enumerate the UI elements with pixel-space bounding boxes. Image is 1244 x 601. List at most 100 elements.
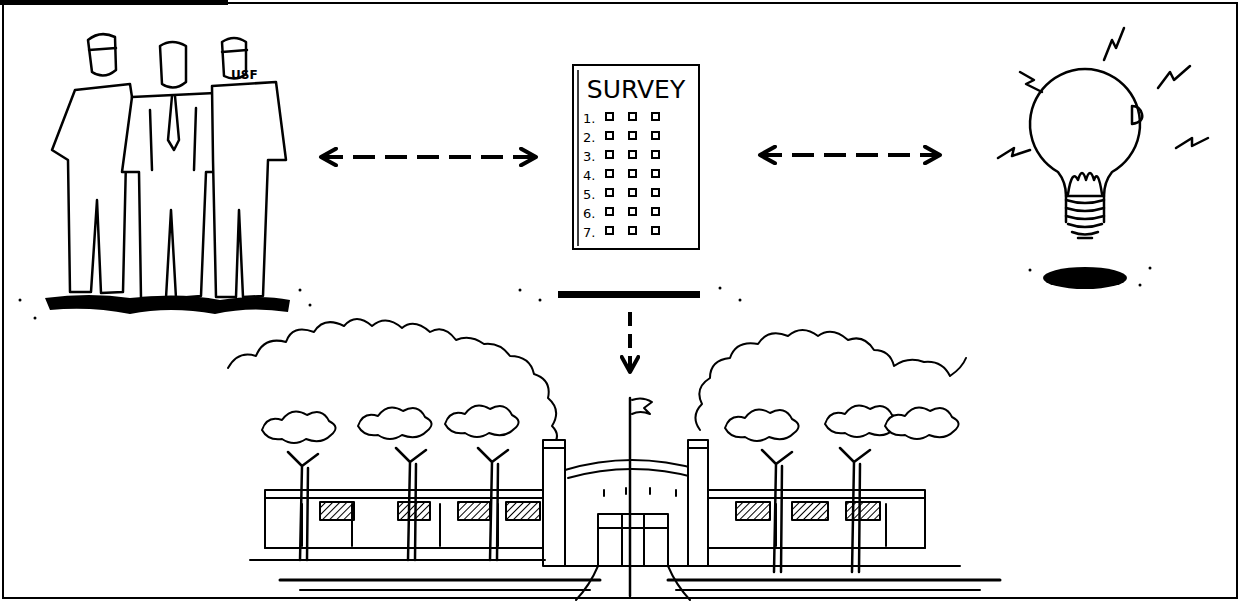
ground-dot (19, 299, 22, 302)
person-head (160, 42, 186, 88)
flag (632, 398, 652, 414)
light-ray (1158, 66, 1190, 88)
window (736, 502, 770, 520)
pillar (688, 440, 708, 566)
checkbox (606, 189, 613, 196)
ground-dot (1149, 267, 1152, 270)
dashed-down-arrow (628, 312, 632, 372)
ground-dot (719, 287, 722, 290)
checkbox (606, 113, 613, 120)
node-title: USF (231, 69, 258, 82)
node-title: SURVEY (574, 76, 698, 104)
window (458, 502, 490, 520)
tree-trunk (762, 450, 792, 572)
light-ray (1176, 138, 1208, 148)
checkbox (629, 208, 636, 215)
checkbox (629, 132, 636, 139)
checkbox (652, 227, 659, 234)
person-body (52, 84, 140, 293)
door-grid (598, 514, 668, 566)
entrance-arch (568, 469, 697, 478)
window (792, 502, 828, 520)
light-ray (998, 148, 1030, 158)
light-ray (1104, 28, 1124, 60)
bulb-highlight (1132, 106, 1142, 124)
person-tie (168, 96, 179, 150)
sidewalk-edge (250, 560, 960, 566)
ground-dot (1139, 284, 1142, 287)
window (398, 502, 430, 520)
person-glasses (89, 48, 116, 50)
checkbox (629, 170, 636, 177)
ground-dot (539, 299, 542, 302)
bulb-glass (1030, 69, 1140, 196)
ground-line (280, 579, 1000, 582)
tree-crown (725, 409, 799, 441)
ground-dot (299, 289, 302, 292)
person-jacket-line (150, 108, 196, 170)
checkbox (629, 189, 636, 196)
bulb-base (1066, 196, 1104, 238)
tree-trunk (396, 448, 426, 560)
checkbox (652, 208, 659, 215)
item-number: 2. (583, 131, 595, 145)
tree-crown (885, 407, 959, 439)
checkbox (629, 113, 636, 120)
checkbox (606, 208, 613, 215)
checkbox (652, 170, 659, 177)
tree-trunk (288, 452, 318, 560)
entrance-door (598, 514, 668, 566)
item-number: 4. (583, 169, 595, 183)
ground-line (300, 589, 980, 591)
checkbox (629, 227, 636, 234)
checkbox (606, 170, 613, 177)
checkbox (606, 227, 613, 234)
person-glasses (222, 50, 247, 52)
tree-trunk (478, 448, 508, 560)
dashed-double-arrow (760, 153, 940, 157)
item-number: 6. (583, 207, 595, 221)
light-ray (1020, 72, 1042, 92)
checkbox (606, 151, 613, 158)
window (320, 502, 354, 520)
checkbox (652, 189, 659, 196)
checkbox (652, 151, 659, 158)
checkbox (606, 132, 613, 139)
checkbox (652, 113, 659, 120)
tree-trunk (840, 448, 870, 572)
checkbox (629, 151, 636, 158)
item-number: 7. (583, 226, 595, 240)
ground-dot (1029, 269, 1032, 272)
people-shadow (45, 295, 290, 314)
tree-canopy (228, 319, 557, 446)
item-number: 1. (583, 112, 595, 126)
ground-dot (309, 304, 312, 307)
pillar (543, 440, 565, 566)
item-number: 3. (583, 150, 595, 164)
people-group: USF (40, 25, 285, 310)
entrance-block (565, 460, 700, 566)
bulb-screw (1066, 200, 1104, 235)
person-body (122, 93, 226, 298)
ground-dot (739, 299, 742, 302)
flagpole (629, 398, 632, 596)
checkbox (652, 132, 659, 139)
window (506, 502, 540, 520)
frame-tab (0, 0, 228, 5)
survey-sheet: SURVEY1.2.3.4.5.6.7. (572, 64, 700, 250)
dashed-double-arrow (321, 155, 536, 159)
ground-dot (519, 289, 522, 292)
ground-dot (34, 317, 37, 320)
tree-crown (358, 407, 432, 439)
person-body (212, 82, 286, 297)
sheet-shadow (558, 291, 700, 298)
person-head (88, 34, 116, 75)
tree-crown (262, 411, 336, 443)
bulb-filament (1068, 173, 1102, 194)
entrance-detail (604, 488, 676, 496)
bulb-shadow (1043, 267, 1127, 289)
window (846, 502, 880, 520)
frame-border (3, 3, 1237, 598)
pillar-cap (543, 447, 708, 449)
